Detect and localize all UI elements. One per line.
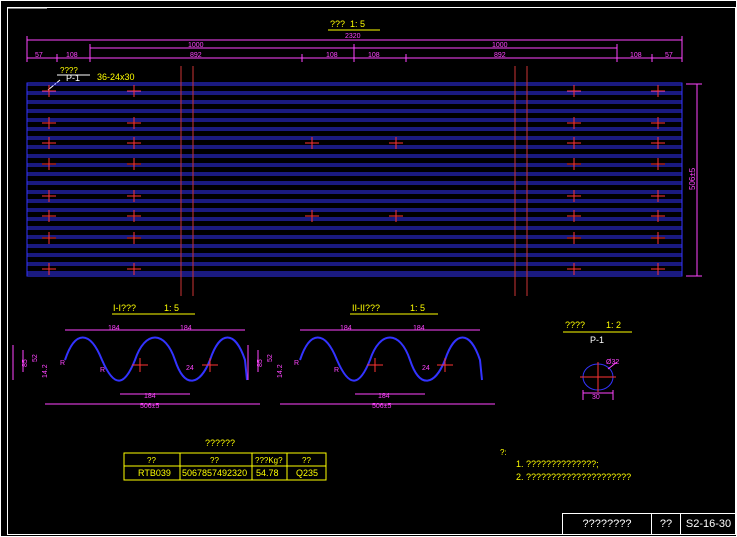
s1-mid-dim-2: 24: [186, 365, 194, 372]
s2-left-dim-2: 14.2: [277, 364, 284, 378]
mt-c0: RTB039: [138, 468, 171, 478]
detail-hole: [580, 361, 618, 400]
side-dim: 506±5: [688, 167, 697, 190]
posts: [180, 66, 528, 296]
dim-half-right: 1000: [492, 42, 508, 49]
s1-bottom-dim: 184: [144, 393, 156, 400]
detail-dia: Ø32: [606, 359, 619, 366]
mt-h3: ??: [302, 456, 311, 465]
dim-half-left: 1000: [188, 42, 204, 49]
mt-c2: 54.78: [256, 468, 279, 478]
dim-total: 2320: [345, 33, 361, 40]
plan-dimensions: [26, 36, 683, 62]
dim-b5: 892: [494, 52, 506, 59]
title-block-code: S2-16-30: [685, 518, 732, 530]
s1-left-dim-0: 85: [22, 359, 29, 367]
s1-top-dim-1: 184: [180, 325, 192, 332]
mt-h2: ???Kg?: [255, 456, 283, 465]
detail-ref: P-1: [590, 335, 604, 345]
s1-mid-dim-1: R: [60, 360, 65, 367]
section1-title: I-I???: [113, 303, 136, 313]
mt-c3: Q235: [296, 468, 318, 478]
s2-overall-dim: 506±5: [372, 403, 392, 410]
title-block-name: ????????: [563, 514, 652, 534]
dim-b3: 108: [326, 52, 338, 59]
s2-left-dim-1: 52: [267, 354, 274, 362]
section2-title: II-II???: [352, 303, 380, 313]
s1-mid-dim-0: R: [100, 367, 105, 374]
mt-h1: ??: [210, 456, 219, 465]
dim-b6: 108: [630, 52, 642, 59]
detail-scale: 1: 2: [606, 320, 621, 330]
material-table-title: ??????: [205, 438, 235, 448]
notes-heading: ?:: [500, 448, 507, 457]
hole-ref: P-1: [66, 73, 80, 83]
hole-tag: ????: [60, 66, 78, 75]
dim-b7: 57: [665, 52, 673, 59]
note-2: 2. ?????????????????????: [516, 472, 631, 482]
dim-b0: 57: [35, 52, 43, 59]
note-1: 1. ??????????????;: [516, 459, 599, 469]
s1-left-dim-1: 52: [32, 354, 39, 362]
plan-title: ???: [330, 19, 345, 29]
dim-b1: 108: [66, 52, 78, 59]
mt-c1: 5067857492320: [182, 468, 247, 478]
inner-frame: [7, 7, 736, 535]
s1-left-dim-2: 14.2: [42, 364, 49, 378]
title-block-label: ??: [652, 514, 681, 534]
detail-width: 30: [592, 394, 600, 401]
s2-top-dim-0: 184: [340, 325, 352, 332]
s2-mid-dim-1: R: [294, 360, 299, 367]
section1-scale: 1: 5: [164, 303, 179, 313]
s2-mid-dim-0: R: [334, 367, 339, 374]
dim-b2: 892: [190, 52, 202, 59]
hole-spec: 36-24x30: [97, 72, 135, 82]
s2-mid-dim-2: 24: [422, 365, 430, 372]
plan-plate: [26, 82, 683, 277]
dim-b4: 108: [368, 52, 380, 59]
s1-overall-dim: 506±5: [140, 403, 160, 410]
s2-bottom-dim: 184: [378, 393, 390, 400]
plan-scale: 1: 5: [350, 19, 365, 29]
s2-top-dim-1: 184: [413, 325, 425, 332]
mt-h0: ??: [147, 456, 156, 465]
material-table: [123, 452, 327, 481]
plan-holes: [42, 85, 665, 275]
title-block: ???????? ?? S2-16-30: [562, 513, 737, 535]
section1-profile: [12, 329, 260, 405]
s1-top-dim-0: 184: [108, 325, 120, 332]
side-dimension: [686, 83, 702, 277]
section2-scale: 1: 5: [410, 303, 425, 313]
dims-bottom: 57 108 892 108 108 892 108 57: [35, 52, 673, 59]
section2-profile: [247, 329, 495, 405]
detail-title: ????: [565, 320, 585, 330]
s2-left-dim-0: 85: [257, 359, 264, 367]
